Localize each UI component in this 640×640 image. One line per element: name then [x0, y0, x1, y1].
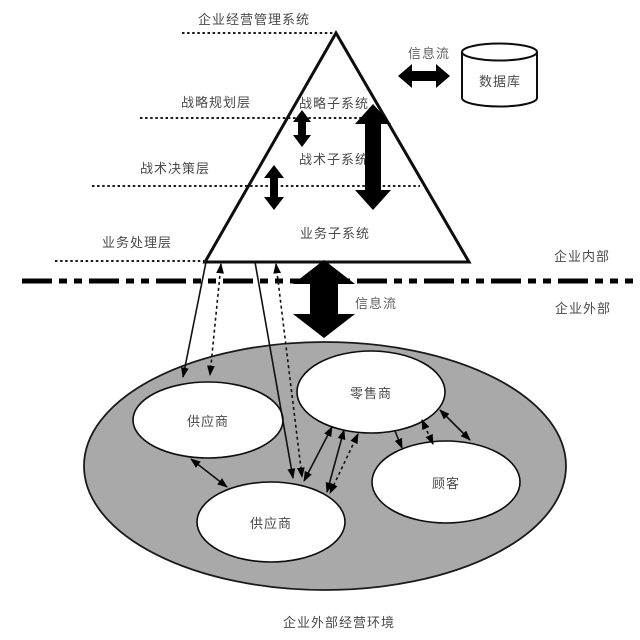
supplier-left-supplier-bottom-arrow	[190, 458, 228, 488]
customer-label: 顾客	[432, 476, 460, 491]
business-layer-label: 业务处理层	[102, 235, 172, 250]
environment-caption: 企业外部经营环境	[283, 615, 395, 630]
strategic-business-flow-arrow	[355, 104, 391, 210]
database-flow-label: 信息流	[408, 46, 450, 61]
supplier-bottom-label: 供应商	[250, 516, 292, 531]
tactical-layer-label: 战术决策层	[140, 161, 210, 176]
pyramid-section: 企业经营管理系统 战略规划层 战术决策层 业务处理层 战略子系统 战术子系统 业…	[55, 12, 472, 264]
supplier-bottom-ellipse	[196, 481, 346, 563]
tactical-subsystem-label: 战术子系统	[299, 152, 369, 167]
strategic-subsystem-label: 战略子系统	[299, 96, 369, 111]
enterprise-inside-label: 企业内部	[554, 249, 610, 264]
database-label: 数据库	[479, 74, 521, 89]
customer-retailer-dotted-arrow	[421, 419, 434, 445]
environment-section: 供应商 零售商 顾客 供应商 企业外部经营环境	[83, 341, 567, 630]
supplier-left-label: 供应商	[187, 414, 229, 429]
strategic-tactical-flow-arrow	[293, 110, 311, 147]
external-flow-label: 信息流	[355, 296, 397, 311]
customer-ellipse	[371, 440, 521, 524]
database-cylinder-body	[461, 52, 538, 108]
business-subsystem-label: 业务子系统	[300, 226, 370, 241]
enterprise-outside-label: 企业外部	[555, 301, 611, 316]
retailer-supplier-dotted-arrow	[329, 433, 359, 494]
tactical-business-flow-arrow	[264, 165, 284, 210]
external-information-flow-arrow	[293, 260, 355, 338]
database-section: 信息流 数据库	[398, 42, 538, 108]
system-to-supplier-left-solid-arrow	[181, 261, 207, 379]
retailer-label: 零售商	[350, 386, 392, 401]
retailer-to-customer-solid-arrow	[394, 430, 403, 449]
system-title: 企业经营管理系统	[198, 12, 310, 27]
connector-arrows	[181, 261, 471, 494]
database-flow-arrow	[398, 64, 450, 88]
external-flow-section: 信息流	[293, 260, 397, 338]
strategic-layer-label: 战略规划层	[181, 95, 251, 110]
database-cylinder-top	[461, 42, 538, 62]
retailer-customer-double-arrow	[439, 409, 471, 441]
supplier-left-feedback-dotted-arrow	[207, 262, 224, 377]
